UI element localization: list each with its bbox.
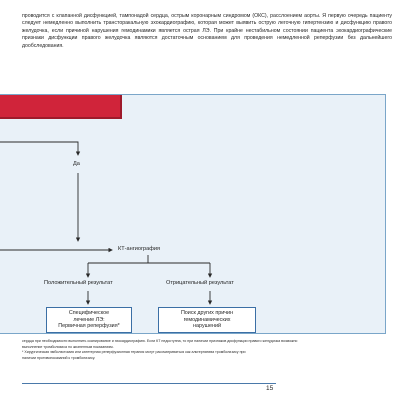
footnotes: сердца при необходимости выполнить скани…	[22, 339, 332, 361]
treatment-line-2: лечение ЛЭ:	[73, 316, 105, 323]
flowchart-panel: Да КТ-ангиография Положительный результа…	[0, 94, 386, 334]
footnote-line-3: * Хирургическая эмболэктомия или катетер…	[22, 350, 246, 355]
search-line-2: гемодинамических	[183, 316, 231, 323]
search-causes-box: Поиск других причин гемодинамических нар…	[158, 307, 256, 333]
flowchart-header-tab	[0, 95, 122, 119]
treatment-line-1: Специфическое	[68, 309, 110, 316]
positive-result-label: Положительный результат	[44, 280, 113, 286]
bottom-rule	[22, 383, 276, 384]
connector-to-yes	[0, 141, 81, 156]
flowchart-connectors	[0, 141, 213, 305]
page-number: 15	[266, 385, 274, 392]
footnote-line-4: наличии противопоказаний к тромболизису.	[22, 355, 96, 360]
connector-ct-split	[88, 255, 210, 264]
search-line-1: Поиск других причин	[180, 309, 234, 316]
body-paragraph: проводится с клапанной дисфункцией, тамп…	[22, 13, 392, 49]
yes-label: Да	[73, 161, 80, 167]
footnote-line-1: сердца при необходимости выполнить скани…	[22, 339, 298, 343]
negative-result-label: Отрицательный результат	[166, 280, 234, 286]
search-line-3: нарушений	[193, 323, 221, 330]
ct-angiography-label: КТ-ангиография	[118, 246, 161, 252]
treatment-line-3: Первичная реперфузия*	[58, 323, 120, 330]
treatment-box: Специфическое лечение ЛЭ: Первичная репе…	[46, 307, 132, 333]
footnote-line-2: выполнение тромболизиса по жизненным пок…	[22, 344, 114, 349]
